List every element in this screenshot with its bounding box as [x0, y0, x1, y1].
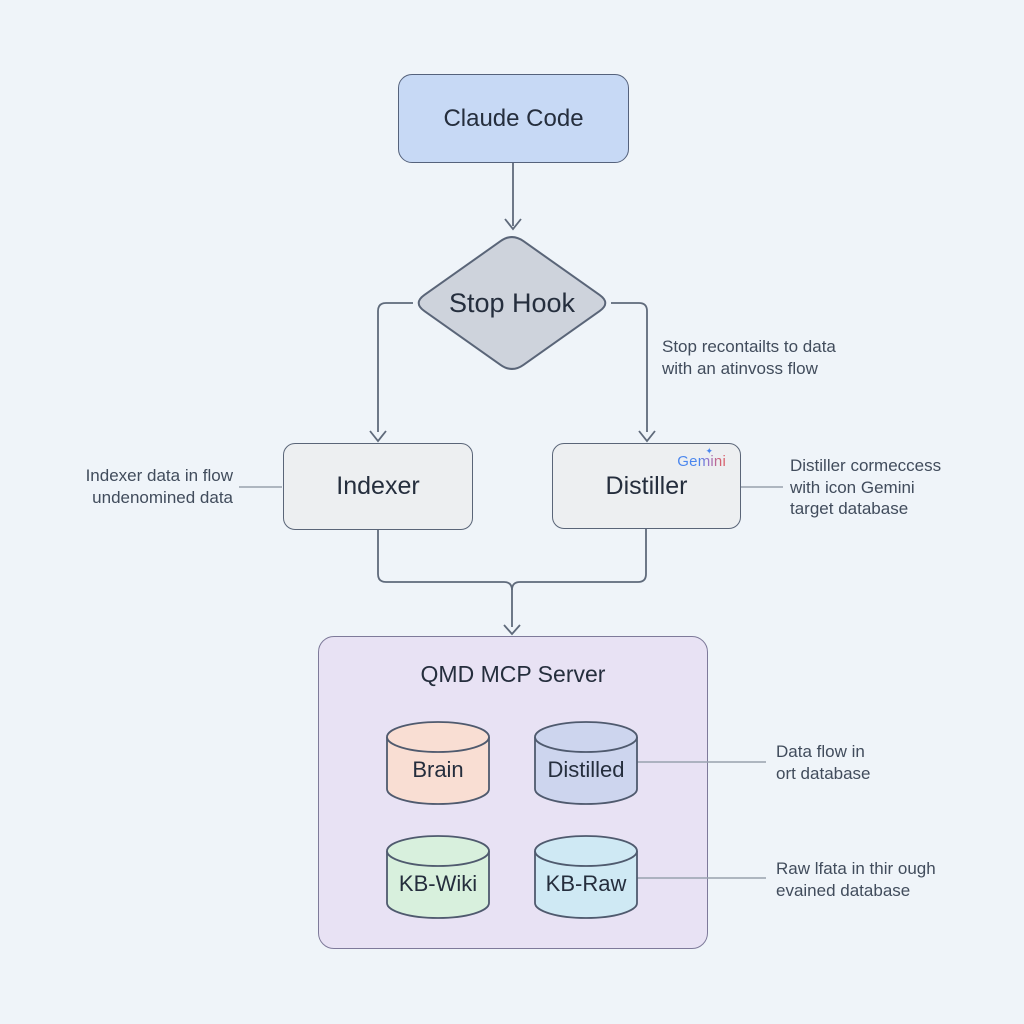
annotation-line: target database	[790, 499, 909, 518]
qmd-mcp-server-container: QMD MCP Server	[318, 636, 708, 949]
kb-raw-label: KB-Raw	[545, 871, 627, 896]
annotation-line: evained database	[776, 880, 911, 900]
edge-distiller-to-server	[511, 529, 647, 591]
annotation-line: Stop recontailts to data	[662, 337, 836, 356]
edge-stophook-to-indexer	[377, 302, 413, 432]
gemini-sparkle-icon: ✦	[705, 446, 713, 456]
distiller-node: Distiller Gemini ✦	[552, 443, 741, 529]
annotation-line: with icon Gemini	[790, 477, 915, 497]
indexer-label: Indexer	[336, 472, 420, 500]
brain-label: Brain	[412, 757, 464, 782]
indexer-node: Indexer	[283, 443, 473, 530]
edge-stophook-to-distiller	[611, 302, 648, 432]
kb-wiki-label: KB-Wiki	[398, 871, 478, 896]
annotation-line: Data flow in	[776, 742, 865, 761]
arrowhead-indexer	[369, 430, 387, 443]
annotation-line: ort database	[776, 763, 871, 783]
distilled-label: Distilled	[547, 757, 625, 782]
kb-raw-annotation: Raw lfata in thir ough evained database	[776, 858, 1016, 901]
claude-code-label: Claude Code	[443, 104, 584, 132]
indexer-annotation: Indexer data in flow undenomined data	[40, 465, 233, 508]
gemini-logo: Gemini	[677, 453, 726, 470]
qmd-mcp-server-title: QMD MCP Server	[420, 661, 606, 687]
arrowhead-distiller	[638, 430, 656, 443]
arrowhead-server	[503, 624, 521, 636]
annotation-line: Indexer data in flow	[85, 466, 233, 485]
distiller-label: Distiller	[605, 471, 688, 500]
arrowhead-stophook	[504, 218, 522, 231]
stop-hook-label: Stop Hook	[448, 288, 576, 318]
edge-indexer-to-server	[377, 530, 513, 627]
stop-hook-annotation: Stop recontailts to data with an atinvos…	[662, 336, 902, 379]
claude-code-node: Claude Code	[398, 74, 629, 163]
annotation-line: undenomined data	[92, 487, 233, 507]
distilled-annotation: Data flow in ort database	[776, 741, 986, 784]
distiller-annotation: Distiller cormeccess with icon Gemini ta…	[790, 455, 990, 520]
annotation-line: Distiller cormeccess	[790, 456, 942, 475]
annotation-line: with an atinvoss flow	[662, 358, 818, 378]
annotation-line: Raw lfata in thir ough	[776, 859, 936, 878]
